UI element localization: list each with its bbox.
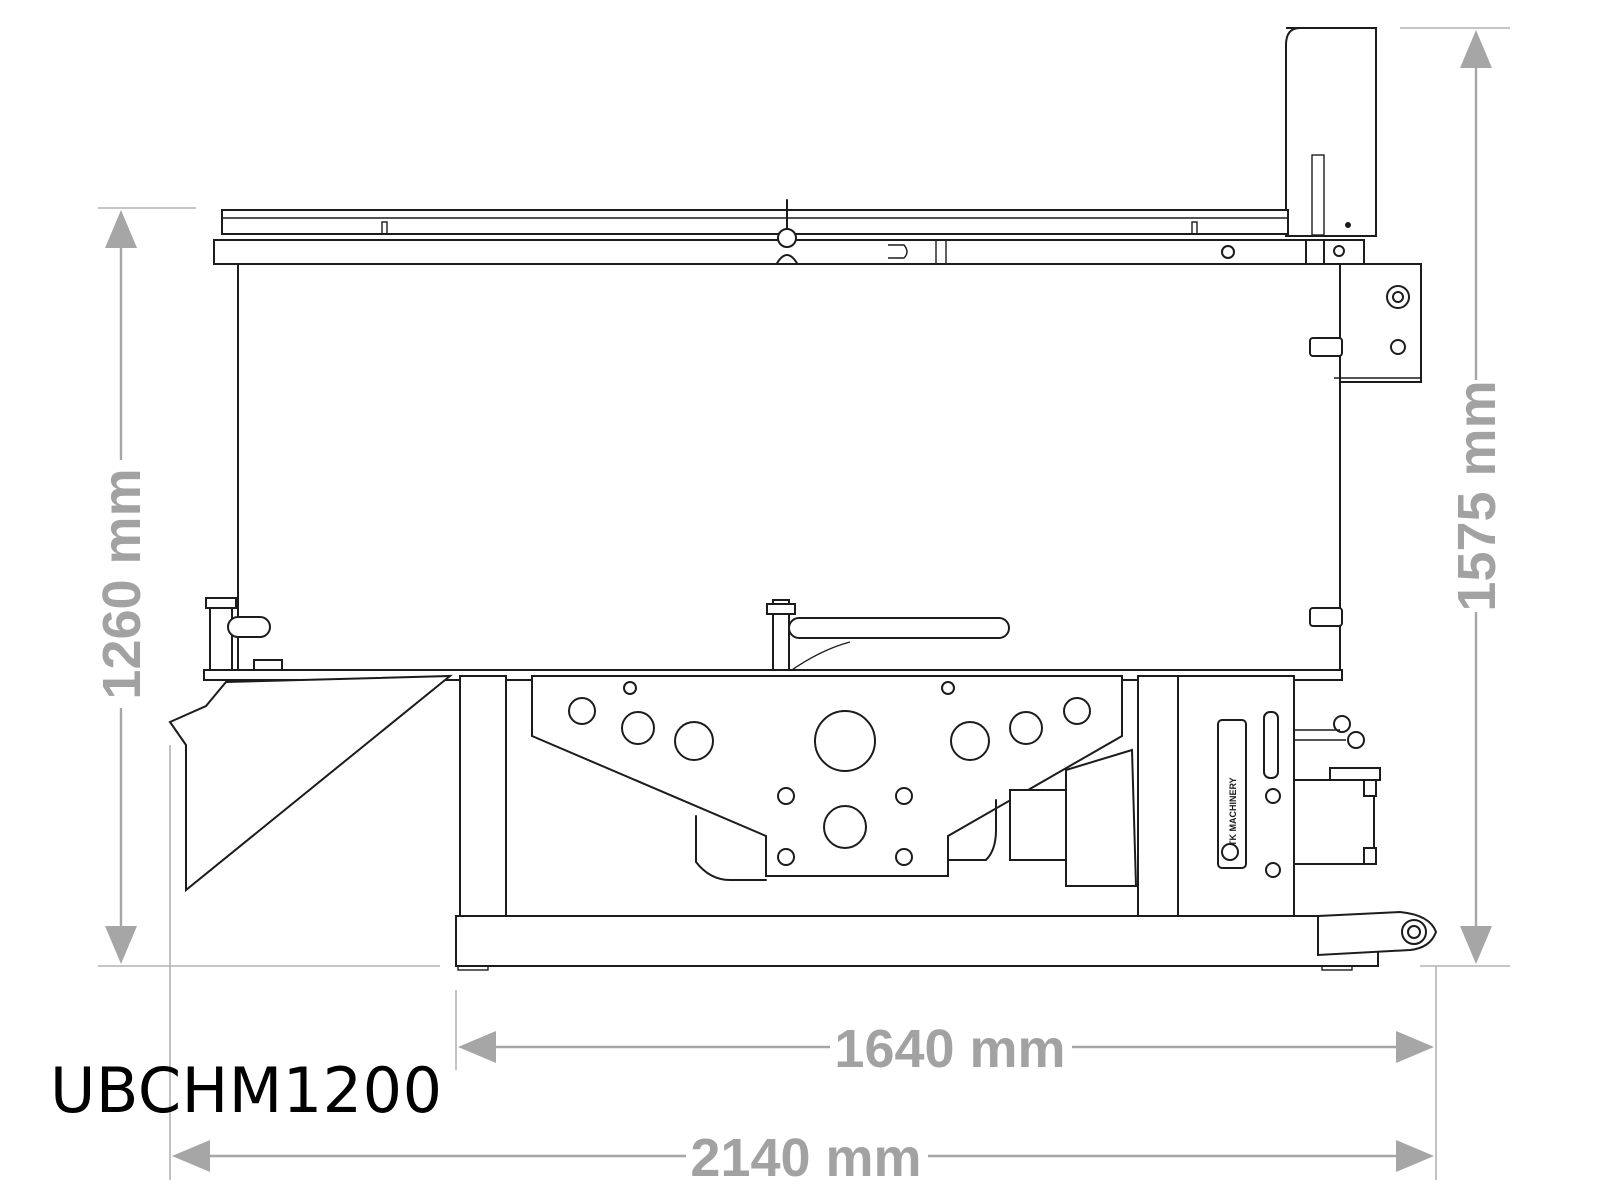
body-height-label: 1260 mm — [92, 468, 152, 699]
frame-length-label: 1640 mm — [834, 1019, 1065, 1079]
dimension-frame-length: 1640 mm — [458, 1019, 1434, 1079]
svg-text:TK MACHINERY: TK MACHINERY — [1228, 777, 1238, 846]
machine-outline: TK MACHINERY — [168, 27, 1438, 971]
total-height-label: 1575 mm — [1447, 380, 1507, 611]
mount-plate — [531, 675, 1123, 877]
dimension-body-height: 1260 mm — [92, 210, 152, 964]
dimension-total-length: 2140 mm — [172, 1128, 1434, 1188]
model-name: UBCHM1200 — [50, 1054, 443, 1127]
total-length-label: 2140 mm — [690, 1128, 921, 1188]
dimension-total-height: 1575 mm — [1447, 30, 1507, 964]
center-handle — [766, 599, 1010, 675]
